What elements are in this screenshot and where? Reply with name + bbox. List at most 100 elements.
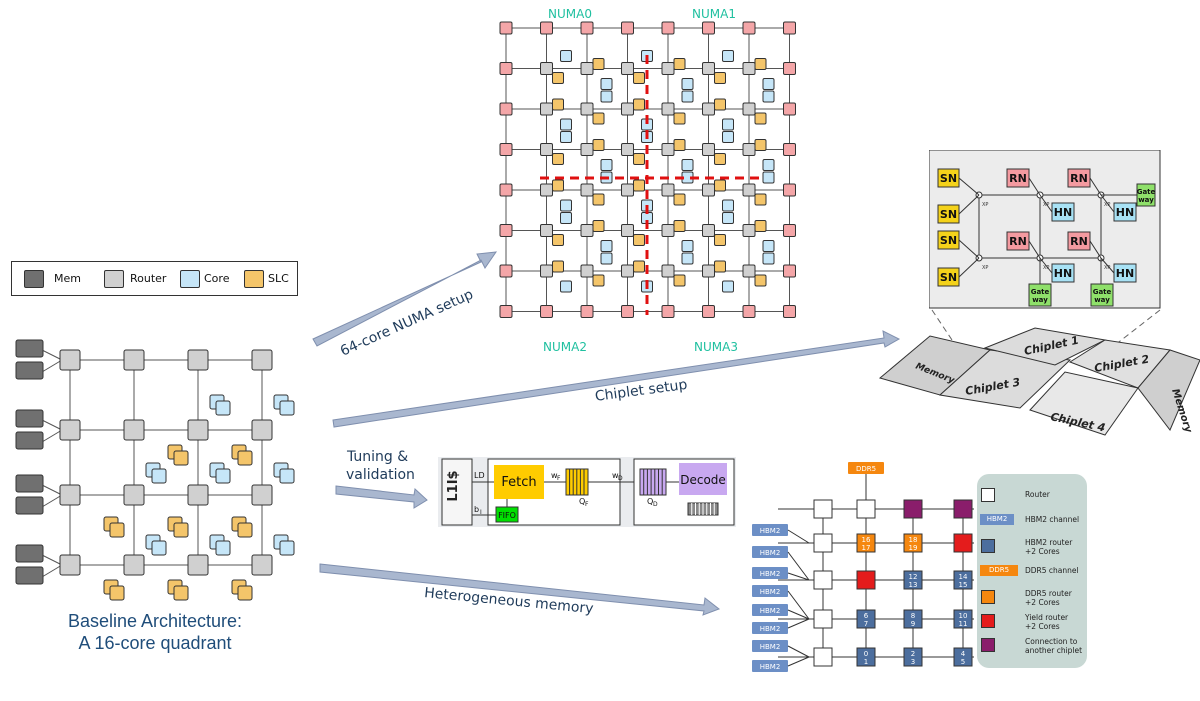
hn-block-label: HN — [1116, 206, 1134, 219]
hbm2-router — [953, 647, 973, 667]
legend: Mem Router Core SLC — [11, 261, 298, 296]
memory-router — [499, 224, 513, 237]
hbm2-label: HBM2 — [760, 588, 781, 596]
memory-router — [783, 143, 796, 156]
rn-block-label: RN — [1070, 235, 1088, 248]
memory-router — [661, 305, 675, 318]
noc-link — [1089, 177, 1102, 196]
slc — [592, 112, 605, 125]
slc — [552, 153, 564, 165]
router — [59, 349, 81, 371]
hbm-link — [787, 529, 810, 544]
zoom-guide — [1114, 309, 1161, 346]
hbm2-channel — [752, 546, 788, 558]
ddr5-router — [903, 533, 923, 553]
router — [621, 62, 634, 75]
hbm2-channel — [752, 585, 788, 597]
memory-router — [783, 21, 796, 35]
slc-swatch — [244, 270, 264, 288]
router — [742, 143, 756, 156]
router — [59, 554, 81, 576]
core-pair — [151, 540, 167, 556]
mem-link — [41, 564, 63, 578]
core-pair — [215, 540, 231, 556]
core — [722, 280, 734, 293]
slc-pair — [237, 522, 253, 538]
noc-link — [1028, 177, 1041, 196]
memory-block — [15, 566, 44, 585]
memory-router — [499, 62, 513, 75]
memory-router — [783, 305, 796, 318]
slc — [633, 153, 645, 165]
chiplet-connection — [953, 499, 973, 519]
sn-block-label: SN — [940, 271, 957, 284]
hbm2-router-num-b: 1 — [864, 658, 868, 666]
router — [540, 183, 553, 197]
key-hbm-router-text-2: +2 Cores — [1025, 547, 1060, 556]
arrow-numa — [312, 251, 498, 347]
numa2-label: NUMA2 — [543, 340, 587, 354]
router — [813, 499, 833, 519]
slc-pair — [109, 585, 125, 601]
slc-pair — [237, 585, 253, 601]
baseline-caption-line2: A 16-core quadrant — [78, 633, 232, 653]
qd-sub-label: D — [653, 501, 658, 508]
core — [722, 131, 734, 143]
router — [123, 554, 145, 576]
ddr5-router — [856, 533, 876, 553]
router — [59, 484, 81, 506]
memory-block — [15, 361, 44, 380]
noc-link — [1089, 240, 1102, 259]
router — [540, 143, 553, 156]
bi-sub-label: I — [480, 509, 482, 516]
hbm2-label: HBM2 — [760, 570, 781, 578]
core-pair — [151, 468, 167, 484]
slc — [754, 112, 767, 125]
hbm2-label: HBM2 — [760, 607, 781, 615]
core — [600, 240, 613, 252]
hetero-key-panel: Router HBM2 HBM2 channel HBM2 router +2 … — [977, 474, 1087, 668]
router — [813, 570, 833, 590]
hbm2-router-num-a: 10 — [959, 612, 968, 620]
router — [813, 533, 833, 553]
hbm2-router-num-b: 7 — [864, 620, 868, 628]
router — [856, 499, 876, 519]
core — [560, 50, 572, 62]
key-ddr-router-text-1: DDR5 router — [1025, 589, 1072, 598]
slc-pair — [109, 522, 125, 538]
memory-block — [15, 339, 44, 358]
memory-block — [15, 544, 44, 563]
memory-router — [540, 305, 553, 318]
hbm2-channel — [752, 640, 788, 652]
hbm2-router — [856, 609, 876, 629]
router — [661, 62, 675, 75]
hbm2-label: HBM2 — [760, 549, 781, 557]
xp-label: XP — [982, 265, 988, 271]
key-yield-text-1: Yield router — [1025, 613, 1069, 622]
hbm2-channel — [752, 567, 788, 579]
hbm2-channel — [752, 660, 788, 672]
core-pair — [215, 400, 231, 416]
core — [560, 118, 572, 131]
router — [251, 419, 273, 441]
mem-link — [41, 359, 63, 373]
slc — [552, 234, 564, 246]
xp-label: XP — [1043, 265, 1049, 271]
hbm-link — [787, 645, 810, 658]
slc — [673, 274, 686, 287]
memory-router — [621, 21, 634, 35]
core — [560, 131, 572, 143]
core — [600, 90, 613, 103]
wf-sub-label: F — [557, 475, 561, 482]
core — [681, 240, 694, 252]
memory-right — [1137, 349, 1200, 431]
router — [540, 62, 553, 75]
hn-block-label: HN — [1116, 267, 1134, 280]
gateway-block-label-2: way — [1138, 196, 1154, 204]
router — [187, 349, 209, 371]
router — [123, 419, 145, 441]
router — [540, 264, 553, 278]
router — [621, 143, 634, 156]
hbm2-router-num-a: 8 — [911, 612, 915, 620]
core — [560, 280, 572, 293]
